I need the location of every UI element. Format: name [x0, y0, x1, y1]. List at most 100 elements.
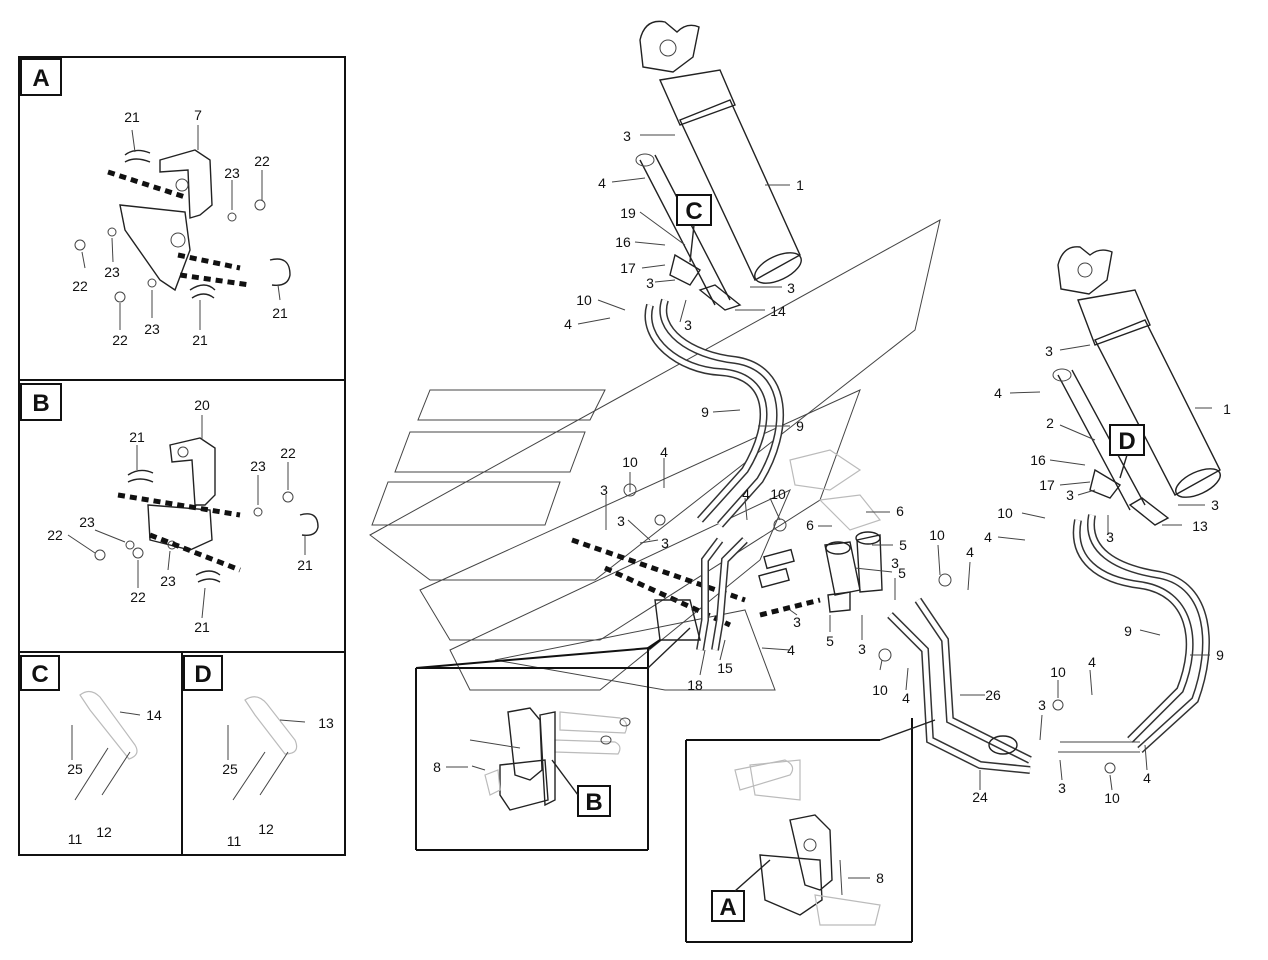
panel-b-label-6: 22	[47, 527, 63, 543]
panel-b-label-4: 22	[280, 445, 296, 461]
panel-d-letter: D	[194, 661, 211, 688]
ctr-label-33: 24	[972, 789, 988, 805]
center-piping: 9 9 10 4 3 4 10 3 3 6 6 5 5 10 4 3 3 15 …	[571, 404, 1224, 806]
lc-label-11: 3	[684, 317, 692, 333]
ctr-label-20: 18	[687, 677, 703, 693]
panel-b-letter: B	[32, 390, 49, 417]
panel-b-label-10: 21	[194, 619, 210, 635]
callout-d: D	[1118, 428, 1135, 455]
center-labels: 9 9 10 4 3 4 10 3 3 6 6 5 5 10 4 3 3 15 …	[600, 404, 1224, 806]
ctr-label-5: 3	[600, 482, 608, 498]
panel-c-label-1: 14	[146, 707, 162, 723]
ctr-label-6: 4	[742, 486, 750, 502]
ctr-label-11: 6	[806, 517, 814, 533]
panel-a-label-7: 21	[272, 305, 288, 321]
panel-b-label-5: 23	[79, 514, 95, 530]
lc-label-7: 3	[646, 275, 654, 291]
inset-a-tag: A	[719, 894, 736, 921]
rc-label-2: 1	[1223, 401, 1231, 417]
ctr-label-15: 4	[966, 544, 974, 560]
panel-a-label-4: 22	[254, 153, 270, 169]
callout-c: C	[685, 198, 702, 225]
ctr-label-12: 5	[899, 537, 907, 553]
lc-label-1: 3	[623, 128, 631, 144]
ctr-label-17: 3	[793, 614, 801, 630]
rc-label-8: 3	[1211, 497, 1219, 513]
ctr-label-10: 6	[896, 503, 904, 519]
ctr-label-16: 3	[891, 555, 899, 571]
ctr-label-35: 10	[1104, 790, 1120, 806]
panel-b: B 20 21 23 22 23 22 23 21 22 21	[20, 383, 319, 635]
panel-d-label-2: 25	[222, 761, 238, 777]
lc-label-12: 14	[770, 303, 786, 319]
panel-b-label-1: 20	[194, 397, 210, 413]
panel-a-label-2: 7	[194, 107, 202, 123]
ctr-label-22: 3	[858, 641, 866, 657]
panel-a-label-1: 21	[124, 109, 140, 125]
rc-label-10: 4	[984, 529, 992, 545]
ctr-label-26: 9	[1124, 623, 1132, 639]
ctr-label-18: 15	[717, 660, 733, 676]
panel-d: D 13 25 11 12	[183, 655, 334, 849]
panel-b-label-9: 22	[130, 589, 146, 605]
ctr-label-3: 10	[622, 454, 638, 470]
rc-label-1: 3	[1045, 343, 1053, 359]
lc-label-5: 16	[615, 234, 631, 250]
rc-label-7: 3	[1066, 487, 1074, 503]
panel-a-label-8: 22	[112, 332, 128, 348]
panel-c-label-2: 25	[67, 761, 83, 777]
panel-a-label-10: 21	[192, 332, 208, 348]
rc-label-11: 3	[1106, 529, 1114, 545]
rc-label-3: 4	[994, 385, 1002, 401]
lc-label-4: 19	[620, 205, 636, 221]
inset-b-tag: B	[585, 789, 602, 816]
lc-label-6: 17	[620, 260, 636, 276]
panel-c-letter: C	[31, 661, 48, 688]
ctr-label-14: 10	[929, 527, 945, 543]
lc-label-2: 1	[796, 177, 804, 193]
inset-a: A 8	[685, 718, 936, 943]
ctr-label-7: 10	[770, 486, 786, 502]
panel-c: C 14 25 11 12	[20, 655, 162, 847]
rc-label-6: 17	[1039, 477, 1055, 493]
lc-label-10: 4	[564, 316, 572, 332]
ctr-label-1: 9	[701, 404, 709, 420]
rc-label-4: 2	[1046, 415, 1054, 431]
lc-label-8: 3	[787, 280, 795, 296]
panel-d-label-3: 11	[227, 833, 242, 849]
panel-b-label-2: 21	[129, 429, 145, 445]
ctr-label-25: 26	[985, 687, 1001, 703]
ctr-label-27: 9	[1216, 647, 1224, 663]
inset-b: B 8	[415, 627, 691, 851]
panel-a-label-6: 23	[104, 264, 120, 280]
inset-a-part-label: 8	[876, 870, 884, 886]
ctr-label-32: 4	[1143, 770, 1151, 786]
rc-label-9: 10	[997, 505, 1013, 521]
ctr-label-29: 4	[1088, 654, 1096, 670]
right-cylinder-assembly: D 3 1 4 2 16 17 3 3 10 4 3 13	[984, 246, 1231, 753]
panel-b-label-7: 23	[160, 573, 176, 589]
inset-b-part-label: 8	[433, 759, 441, 775]
panel-a: A 21 7 23 22 22 23 21 22 23	[20, 58, 291, 348]
panel-a-label-9: 23	[144, 321, 160, 337]
background-chevron-outlines	[369, 219, 941, 691]
ctr-label-4: 4	[660, 444, 668, 460]
panel-b-label-8: 21	[297, 557, 313, 573]
right-cylinder-labels: 3 1 4 2 16 17 3 3 10 4 3 13	[984, 343, 1231, 545]
detail-panels	[18, 56, 346, 856]
left-cylinder-labels: 3 1 4 19 16 17 3 3 10 4 3 14	[564, 128, 804, 333]
panel-a-label-3: 23	[224, 165, 240, 181]
ctr-label-28: 10	[1050, 664, 1066, 680]
panel-a-label-5: 22	[72, 278, 88, 294]
ctr-label-30: 3	[1038, 697, 1046, 713]
panel-d-label-1: 13	[318, 715, 334, 731]
rc-label-5: 16	[1030, 452, 1046, 468]
ctr-label-21: 5	[826, 633, 834, 649]
left-cylinder-assembly: C 3 1 4 19 16 17 3 3 10 4 3	[564, 20, 804, 528]
ctr-label-23: 10	[872, 682, 888, 698]
ctr-label-19: 4	[787, 642, 795, 658]
ctr-label-8: 3	[617, 513, 625, 529]
panel-c-label-4: 12	[96, 824, 112, 840]
panel-c-label-3: 11	[68, 831, 83, 847]
panel-d-label-4: 12	[258, 821, 274, 837]
